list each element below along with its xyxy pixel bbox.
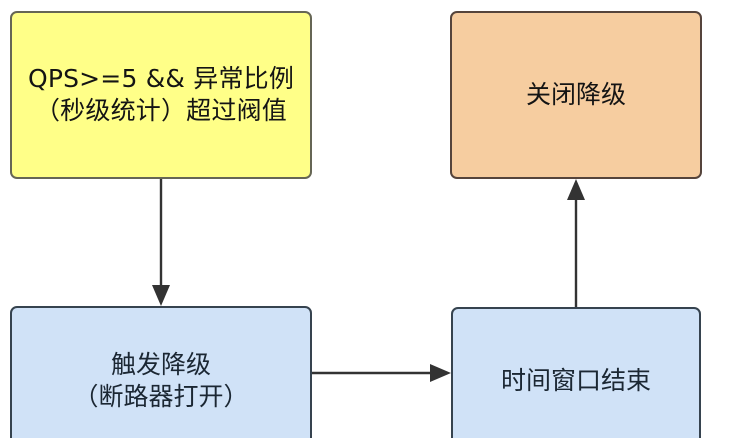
edge-trigger-to-window [312,364,451,382]
node-window-end[interactable]: 时间窗口结束 [451,307,701,438]
node-close-degrade[interactable]: 关闭降级 [450,11,702,179]
edge-window-to-close [567,179,585,307]
node-condition-qps-threshold[interactable]: QPS>=5 && 异常比例（秒级统计）超过阀值 [10,11,312,179]
edge-condition-to-trigger [152,179,170,306]
node-trigger-degrade[interactable]: 触发降级 （断路器打开） [10,306,312,438]
